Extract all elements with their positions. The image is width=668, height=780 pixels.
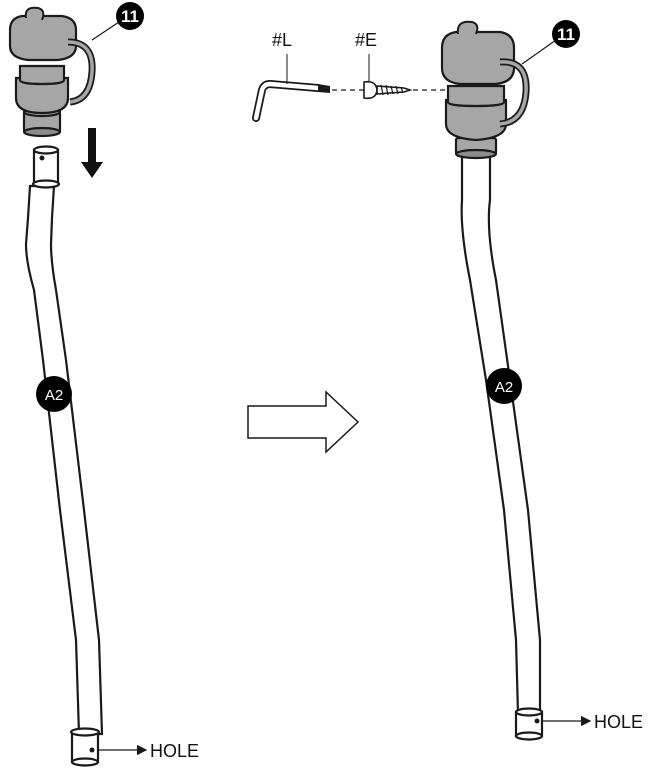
screw-label: #E bbox=[355, 30, 377, 50]
part-callout-11-right: 11 bbox=[521, 20, 580, 65]
hex-key-icon bbox=[252, 80, 330, 122]
part-number-11-right: 11 bbox=[557, 25, 575, 44]
hole-label-right: HOLE bbox=[594, 712, 643, 732]
pole-top-hole-left bbox=[39, 155, 45, 161]
step-arrow-icon bbox=[247, 390, 360, 454]
pole-left bbox=[24, 145, 104, 767]
left-step-group: 11 A2 HOLE bbox=[8, 2, 199, 767]
pole-connector-left bbox=[8, 6, 96, 138]
part-callout-a2-left: A2 bbox=[36, 376, 72, 412]
pole-label-a2-left: A2 bbox=[45, 387, 63, 404]
part-callout-11-left: 11 bbox=[91, 2, 144, 41]
pole-label-a2-right: A2 bbox=[495, 379, 513, 396]
right-step-group: #L #E bbox=[252, 20, 643, 741]
part-number-11-left: 11 bbox=[121, 7, 139, 26]
pole-connector-right bbox=[440, 20, 530, 160]
pole-right bbox=[460, 150, 544, 741]
screw-icon bbox=[363, 80, 413, 100]
part-callout-a2-right: A2 bbox=[486, 368, 522, 404]
hole-label-left: HOLE bbox=[150, 741, 199, 761]
pole-bottom-hole-right bbox=[534, 718, 540, 724]
down-arrow-icon bbox=[81, 128, 103, 178]
hex-key-label: #L bbox=[272, 30, 292, 50]
pole-bottom-hole-left bbox=[89, 747, 95, 753]
